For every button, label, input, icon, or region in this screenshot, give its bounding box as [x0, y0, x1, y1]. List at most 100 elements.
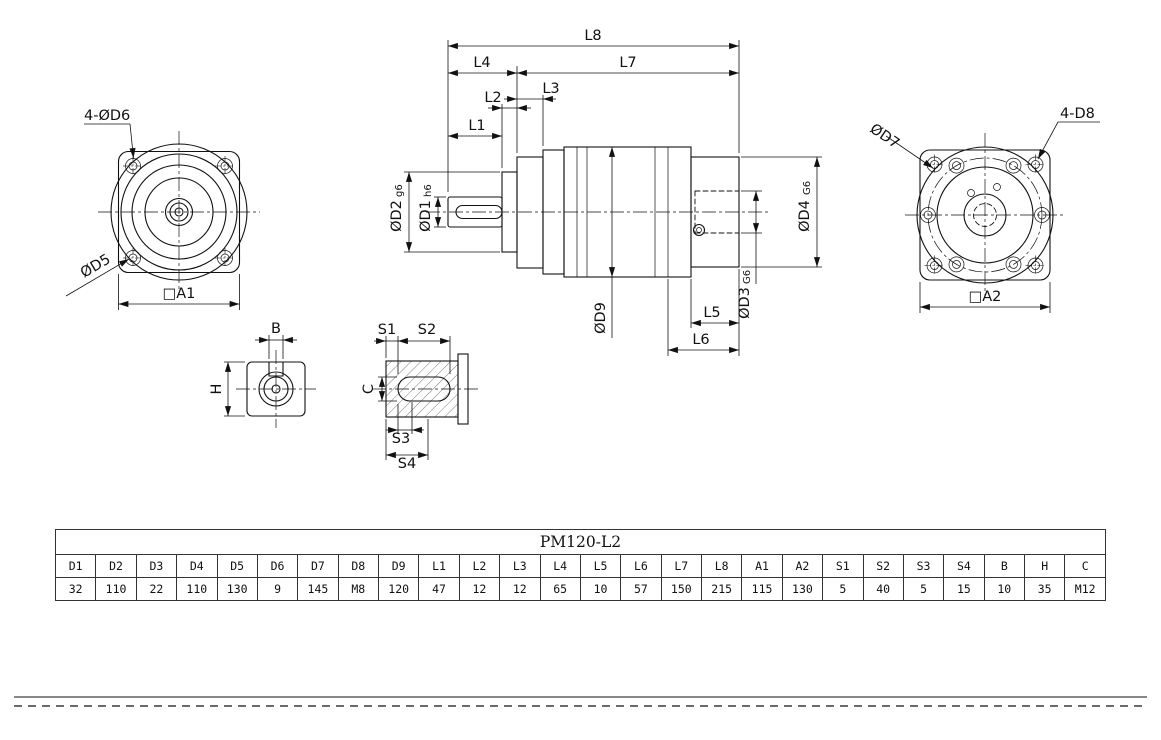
sheet-footer-rules	[14, 696, 1147, 707]
front-flange-square	[117, 150, 241, 274]
rear-bolt-hole	[948, 256, 965, 273]
rear-bolt-hole	[1005, 157, 1022, 174]
dim-label-a2: □A2	[969, 289, 1002, 305]
key-section-view: B H	[209, 321, 316, 428]
front-corner-hole	[123, 248, 143, 268]
dim-label-s2: S2	[418, 322, 436, 338]
value-cell-d9: 120	[377, 577, 420, 601]
value-cell-s3: 5	[902, 577, 945, 601]
header-cell-l2: L2	[458, 554, 501, 578]
front-corner-hole	[215, 156, 235, 176]
value-cell-b: 10	[983, 577, 1026, 601]
dim-label-l2: L2	[484, 90, 501, 106]
rear-pin-hole	[967, 189, 975, 197]
rear-outer-circle-d7	[916, 146, 1054, 284]
value-cell-a1: 115	[741, 577, 783, 601]
rear-bolt-hole	[920, 207, 936, 223]
header-cell-d7: D7	[297, 554, 339, 578]
key-slot-view: S1 S2 C S3 S4	[361, 322, 480, 472]
dim-label-l5: L5	[703, 305, 720, 321]
value-cell-d1: 32	[54, 577, 97, 601]
dim-label-4d8: 4-D8	[1060, 106, 1095, 122]
value-cell-a2: 130	[781, 577, 824, 601]
value-cell-d6: 9	[256, 577, 299, 601]
dim-label-d3-tol: G6	[742, 270, 753, 284]
value-cell-s1: 5	[822, 577, 864, 601]
header-cell-h: H	[1023, 554, 1066, 578]
dim-label-b: B	[271, 321, 281, 337]
dim-label-l7: L7	[619, 55, 636, 71]
header-cell-a2: A2	[781, 554, 824, 578]
value-cell-l2: 12	[458, 577, 501, 601]
header-cell-l8: L8	[700, 554, 743, 578]
value-cell-l3: 12	[499, 577, 541, 601]
value-cell-l4: 65	[539, 577, 581, 601]
header-cell-l7: L7	[660, 554, 703, 578]
header-cell-d4: D4	[176, 554, 218, 578]
dim-label-l8: L8	[584, 28, 601, 44]
dim-label-d3: ØD3	[737, 287, 753, 319]
dim-label-4d6: 4-ØD6	[84, 108, 130, 124]
rear-corner-hole	[1025, 255, 1046, 276]
header-cell-s4: S4	[943, 554, 985, 578]
header-cell-d5: D5	[216, 554, 258, 578]
dim-label-s1: S1	[378, 322, 396, 338]
dim-label-d2: ØD2	[389, 200, 405, 232]
value-cell-l1: 47	[418, 577, 460, 601]
header-cell-l5: L5	[579, 554, 622, 578]
dim-label-d5: ØD5	[78, 252, 114, 282]
rear-bolt-hole	[1034, 207, 1050, 223]
header-cell-b: B	[983, 554, 1026, 578]
dim-label-s3: S3	[392, 431, 410, 447]
rear-flange-square	[919, 149, 1051, 281]
dim-label-d1-tol: h6	[423, 184, 434, 197]
front-flange-view: 4-ØD6 ØD5 □A1	[65, 108, 260, 310]
dim-label-l4: L4	[473, 55, 490, 71]
value-cell-d8: M8	[337, 577, 380, 601]
value-cell-l7: 150	[660, 577, 703, 601]
rear-corner-hole	[924, 255, 945, 276]
front-corner-hole	[215, 248, 235, 268]
header-cell-l4: L4	[539, 554, 581, 578]
value-cell-s4: 15	[943, 577, 985, 601]
dim-label-a1: □A1	[163, 286, 196, 302]
front-corner-hole	[123, 156, 143, 176]
header-cell-d8: D8	[337, 554, 380, 578]
header-cell-d2: D2	[95, 554, 137, 578]
clamp-screw	[692, 223, 706, 237]
header-cell-d1: D1	[54, 554, 97, 578]
dim-label-l3: L3	[542, 81, 559, 97]
table-title: PM120-L2	[55, 529, 1106, 555]
header-cell-s1: S1	[822, 554, 864, 578]
dim-label-h: H	[209, 384, 225, 395]
rear-bolt-hole	[1005, 256, 1022, 273]
dim-label-d1: ØD1	[418, 200, 434, 232]
dim-label-l1: L1	[468, 118, 485, 134]
header-cell-l1: L1	[418, 554, 460, 578]
value-cell-c: M12	[1064, 577, 1106, 601]
dim-label-d2-tol: g6	[394, 184, 405, 197]
rear-corner-hole	[1025, 154, 1046, 175]
value-cell-l5: 10	[579, 577, 622, 601]
header-cell-d6: D6	[256, 554, 299, 578]
header-cell-d9: D9	[377, 554, 420, 578]
value-cell-d2: 110	[95, 577, 137, 601]
dim-label-s4: S4	[398, 456, 416, 472]
rear-flange-view: ØD7 4-D8 □A2	[867, 106, 1100, 313]
rear-bolt-hole	[948, 157, 965, 174]
value-cell-d7: 145	[297, 577, 339, 601]
header-cell-l3: L3	[499, 554, 541, 578]
header-cell-l6: L6	[620, 554, 662, 578]
dim-label-d9: ØD9	[593, 302, 609, 334]
side-section-view: L8 L4 L7 L2 L3 L1 ØD2 g6 ØD1 h6 Ø	[389, 28, 822, 356]
header-cell-s2: S2	[862, 554, 904, 578]
header-cell-c: C	[1064, 554, 1106, 578]
dim-label-d7: ØD7	[867, 121, 902, 152]
value-cell-l6: 57	[620, 577, 662, 601]
dim-label-d4: ØD4	[797, 200, 813, 232]
